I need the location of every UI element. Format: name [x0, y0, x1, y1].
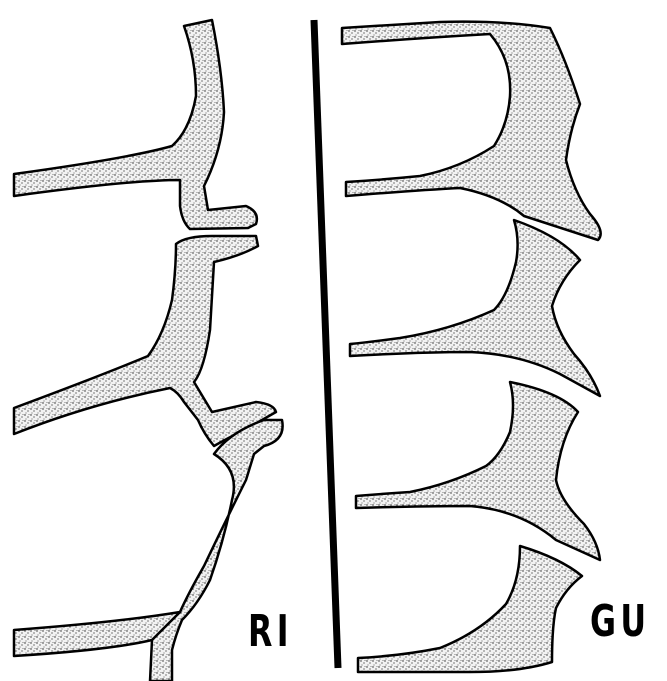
gu-segment-2: [350, 220, 600, 396]
ri-segment-2: [14, 236, 276, 446]
gu-segment-4: [358, 546, 582, 672]
divider-line: [314, 20, 338, 668]
gu-structure: [342, 22, 601, 672]
label-gu: GU: [590, 596, 650, 647]
label-ri: RI: [248, 606, 293, 657]
gu-segment-3: [356, 382, 600, 560]
ri-structure: [14, 20, 283, 681]
ri-segment-1: [14, 20, 257, 229]
gu-segment-1: [342, 22, 601, 240]
